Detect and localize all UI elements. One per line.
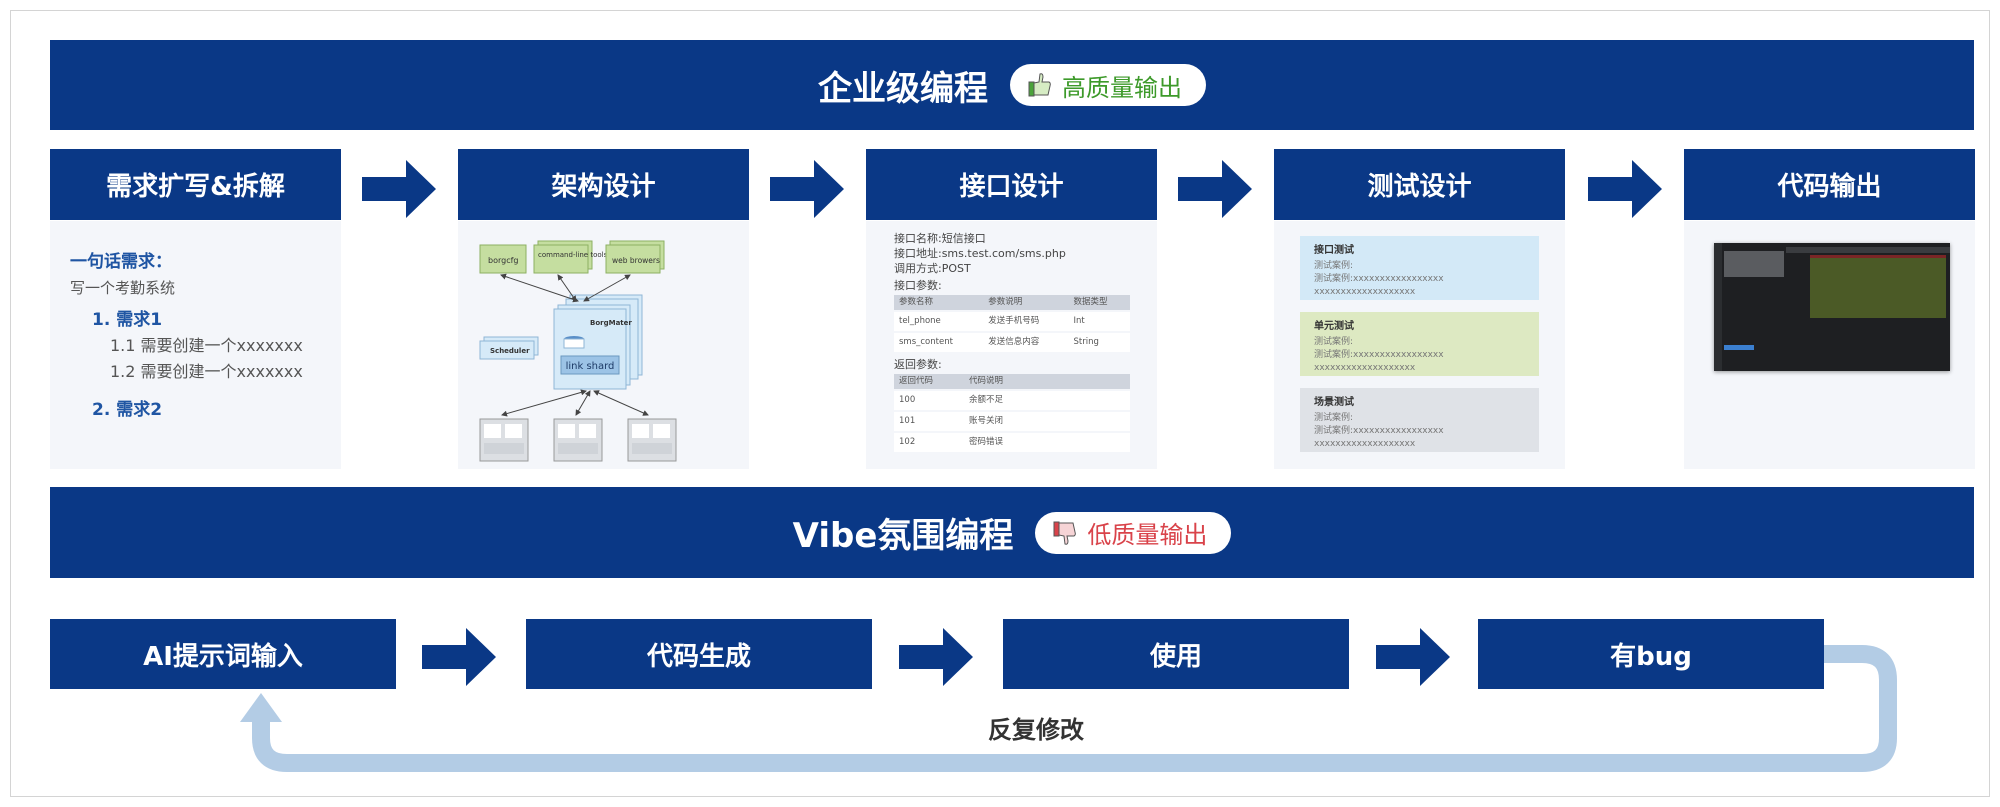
- req-summary: 写一个考勤系统: [70, 279, 176, 297]
- badge-label: 低质量输出: [1087, 521, 1208, 549]
- svg-text:BorgMater: BorgMater: [590, 319, 632, 327]
- svg-text:borgcfg: borgcfg: [488, 256, 519, 265]
- architecture-panel: borgcfg command-line tools web browers B…: [458, 221, 749, 469]
- svg-text:web browers: web browers: [612, 256, 660, 265]
- quality-badge-high: 高质量输出: [1010, 64, 1206, 106]
- return-title: 返回参数:: [894, 358, 942, 371]
- api-panel: 接口名称:短信接口 接口地址:sms.test.com/sms.php 调用方式…: [866, 221, 1157, 469]
- req-subitem: 1.2 需要创建一个xxxxxxx: [110, 362, 303, 381]
- req-item: 1. 需求1: [92, 310, 163, 330]
- arrow-icon: [422, 628, 496, 686]
- arrow-icon: [1178, 160, 1252, 218]
- badge-label: 高质量输出: [1062, 73, 1182, 102]
- bottom-banner-title: Vibe氛围编程: [792, 516, 1014, 556]
- arrow-icon: [1376, 628, 1450, 686]
- api-method: 调用方式:POST: [894, 262, 971, 275]
- top-banner: 企业级编程 高质量输出: [50, 40, 1974, 130]
- api-address: 接口地址:sms.test.com/sms.php: [894, 247, 1066, 260]
- client-borgcfg: borgcfg: [479, 244, 527, 274]
- step-architecture: 架构设计: [458, 149, 749, 220]
- arrow-icon: [1588, 160, 1662, 218]
- scheduler: Scheduler: [479, 340, 535, 360]
- thumbs-up-icon: [1028, 73, 1051, 97]
- svg-text:Scheduler: Scheduler: [490, 347, 530, 355]
- req-subitem: 1.1 需要创建一个xxxxxxx: [110, 336, 303, 355]
- step-requirements: 需求扩写&拆解: [50, 149, 341, 220]
- bottom-banner: Vibe氛围编程 低质量输出: [50, 487, 1974, 578]
- vibe-step-prompt: AI提示词输入: [50, 619, 396, 689]
- step-code-output: 代码输出: [1684, 149, 1975, 220]
- vibe-step-use: 使用: [1003, 619, 1349, 689]
- top-banner-title: 企业级编程: [818, 68, 988, 109]
- api-name: 接口名称:短信接口: [894, 232, 986, 245]
- architecture-diagram: borgcfg command-line tools web browers B…: [479, 240, 677, 462]
- req-heading: 一句话需求：: [70, 252, 172, 272]
- requirements-panel: 一句话需求： 写一个考勤系统 1. 需求1 1.1 需要创建一个xxxxxxx …: [50, 221, 341, 469]
- arrow-icon: [899, 628, 973, 686]
- step-testing: 测试设计: [1274, 149, 1565, 220]
- params-title: 接口参数:: [894, 279, 942, 292]
- svg-text:command-line tools: command-line tools: [538, 251, 608, 259]
- client-cli: command-line tools: [533, 244, 608, 274]
- borg-master: BorgMater link shard: [553, 308, 632, 390]
- svg-text:link shard: link shard: [566, 361, 615, 372]
- client-web: web browers: [605, 244, 661, 274]
- loop-label: 反复修改: [988, 716, 1084, 744]
- frame: [10, 10, 1990, 797]
- vibe-step-bug: 有bug: [1478, 619, 1824, 689]
- code-output-panel: [1684, 221, 1975, 469]
- step-api: 接口设计: [866, 149, 1157, 220]
- arrow-icon: [362, 160, 436, 218]
- arrow-icon: [770, 160, 844, 218]
- worker-nodes: [479, 418, 677, 462]
- vibe-step-generate: 代码生成: [526, 619, 872, 689]
- thumbs-down-icon: [1053, 521, 1077, 545]
- req-item: 2. 需求2: [92, 400, 163, 420]
- quality-badge-low: 低质量输出: [1035, 511, 1232, 554]
- code-editor-screenshot: [1714, 243, 1950, 371]
